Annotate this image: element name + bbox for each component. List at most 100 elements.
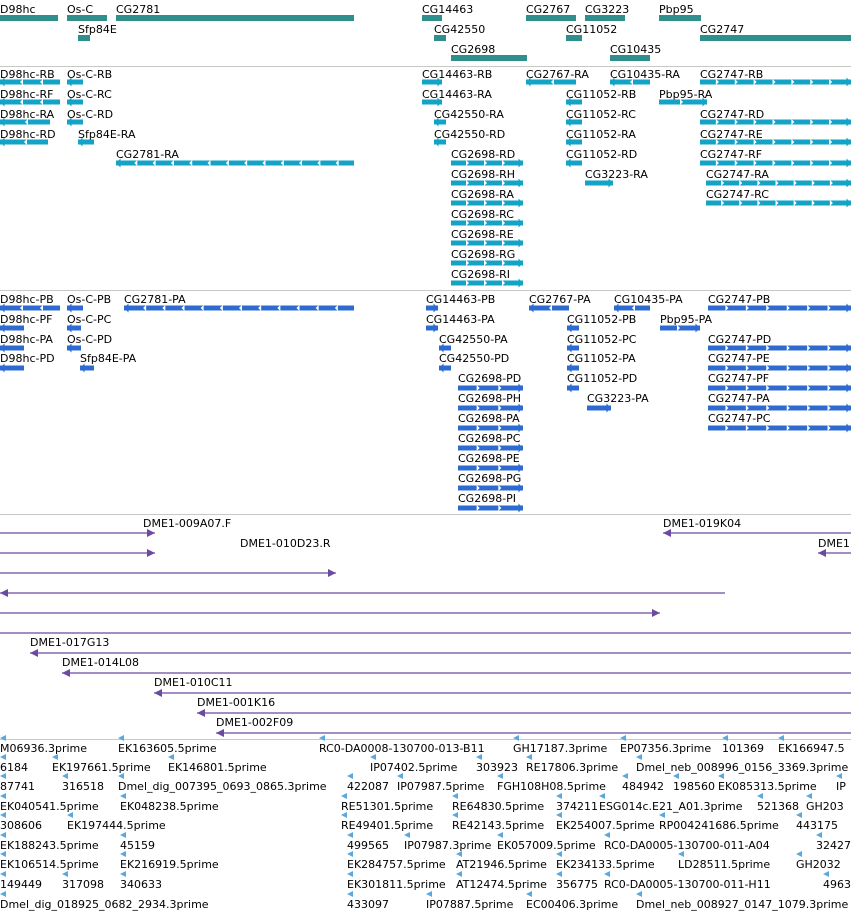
est-feature[interactable] — [526, 754, 532, 760]
est-feature[interactable] — [397, 773, 403, 779]
transcript-feature[interactable] — [67, 99, 83, 105]
est-feature[interactable] — [347, 832, 353, 838]
transcript-feature[interactable] — [67, 119, 83, 125]
est-feature[interactable] — [62, 773, 68, 779]
protein-feature[interactable] — [587, 405, 611, 411]
est-feature[interactable] — [168, 754, 174, 760]
transcript-feature[interactable] — [585, 180, 613, 186]
est-feature[interactable] — [118, 735, 124, 741]
est-feature[interactable] — [120, 871, 126, 877]
transcript-feature[interactable] — [566, 99, 582, 105]
transcript-feature[interactable] — [566, 119, 582, 125]
gene-feature[interactable] — [526, 15, 576, 21]
est-feature[interactable] — [806, 793, 812, 799]
est-feature[interactable] — [659, 812, 665, 818]
gene-feature[interactable] — [451, 55, 527, 61]
est-feature[interactable] — [673, 773, 679, 779]
est-feature[interactable] — [319, 735, 325, 741]
est-feature[interactable] — [0, 754, 6, 760]
transcript-feature[interactable] — [78, 139, 94, 145]
est-feature[interactable] — [0, 773, 6, 779]
protein-feature[interactable] — [458, 405, 523, 411]
protein-feature[interactable] — [67, 345, 81, 351]
est-feature[interactable] — [556, 851, 562, 857]
est-feature[interactable] — [0, 891, 6, 897]
est-feature[interactable] — [556, 812, 562, 818]
transcript-feature[interactable] — [0, 79, 60, 85]
protein-feature[interactable] — [458, 425, 523, 431]
est-feature[interactable] — [456, 871, 462, 877]
est-feature[interactable] — [722, 735, 728, 741]
protein-feature[interactable] — [708, 405, 851, 411]
est-feature[interactable] — [604, 871, 610, 877]
gene-feature[interactable] — [659, 15, 701, 21]
protein-feature[interactable] — [439, 365, 451, 371]
est-feature[interactable] — [476, 754, 482, 760]
transcript-feature[interactable] — [434, 119, 446, 125]
transcript-feature[interactable] — [566, 139, 582, 145]
gene-feature[interactable] — [67, 15, 107, 21]
gene-feature[interactable] — [700, 35, 851, 41]
est-feature[interactable] — [370, 754, 376, 760]
protein-feature[interactable] — [708, 385, 851, 391]
est-feature[interactable] — [347, 851, 353, 857]
est-feature[interactable] — [636, 754, 642, 760]
protein-feature[interactable] — [458, 445, 523, 451]
protein-feature[interactable] — [458, 465, 523, 471]
est-feature[interactable] — [341, 793, 347, 799]
est-feature[interactable] — [620, 735, 626, 741]
est-feature[interactable] — [678, 851, 684, 857]
transcript-feature[interactable] — [422, 99, 442, 105]
gene-feature[interactable] — [116, 15, 354, 21]
est-feature[interactable] — [796, 812, 802, 818]
est-feature[interactable] — [556, 793, 562, 799]
est-feature[interactable] — [118, 773, 124, 779]
gene-feature[interactable] — [610, 55, 650, 61]
est-feature[interactable] — [347, 891, 353, 897]
transcript-feature[interactable] — [67, 79, 83, 85]
est-feature[interactable] — [497, 832, 503, 838]
est-feature[interactable] — [497, 773, 503, 779]
est-feature[interactable] — [622, 773, 628, 779]
est-feature[interactable] — [836, 773, 842, 779]
est-feature[interactable] — [513, 735, 519, 741]
protein-feature[interactable] — [708, 425, 851, 431]
est-feature[interactable] — [456, 851, 462, 857]
protein-feature[interactable] — [0, 365, 24, 371]
est-feature[interactable] — [526, 891, 532, 897]
protein-feature[interactable] — [426, 305, 438, 311]
est-feature[interactable] — [426, 891, 432, 897]
est-feature[interactable] — [823, 871, 829, 877]
est-feature[interactable] — [0, 735, 6, 741]
est-feature[interactable] — [0, 832, 6, 838]
est-feature[interactable] — [778, 735, 784, 741]
protein-feature[interactable] — [458, 385, 523, 391]
est-feature[interactable] — [0, 871, 6, 877]
protein-feature[interactable] — [567, 325, 579, 331]
protein-feature[interactable] — [458, 485, 523, 491]
est-feature[interactable] — [556, 871, 562, 877]
gene-feature[interactable] — [422, 15, 442, 21]
protein-feature[interactable] — [708, 305, 851, 311]
est-feature[interactable] — [0, 812, 6, 818]
est-feature[interactable] — [636, 891, 642, 897]
transcript-feature[interactable] — [422, 79, 442, 85]
protein-feature[interactable] — [567, 365, 579, 371]
transcript-feature[interactable] — [566, 160, 582, 166]
protein-feature[interactable] — [708, 345, 851, 351]
est-feature[interactable] — [120, 832, 126, 838]
transcript-feature[interactable] — [434, 139, 446, 145]
est-feature[interactable] — [604, 832, 610, 838]
protein-feature[interactable] — [439, 345, 451, 351]
est-feature[interactable] — [757, 793, 763, 799]
est-feature[interactable] — [120, 851, 126, 857]
est-feature[interactable] — [0, 851, 6, 857]
gene-feature[interactable] — [78, 35, 90, 41]
protein-feature[interactable] — [458, 505, 523, 511]
est-feature[interactable] — [452, 812, 458, 818]
est-feature[interactable] — [718, 773, 724, 779]
gene-feature[interactable] — [585, 15, 625, 21]
est-feature[interactable] — [120, 793, 126, 799]
protein-feature[interactable] — [567, 385, 579, 391]
